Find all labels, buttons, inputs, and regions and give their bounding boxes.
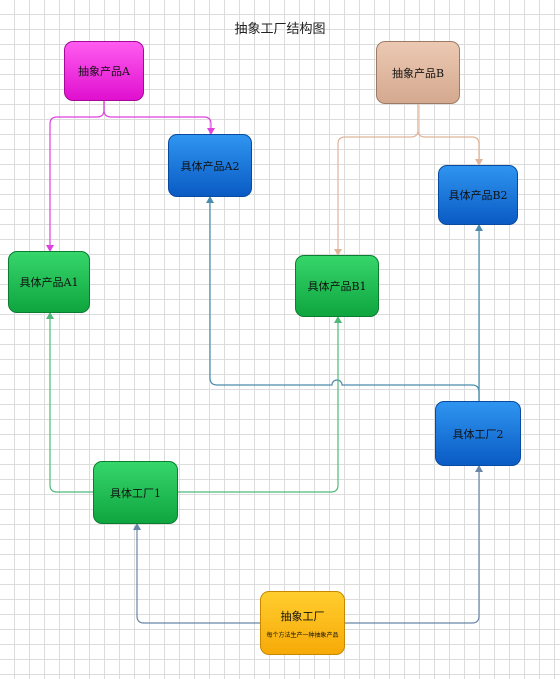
node-label: 抽象产品B — [391, 66, 445, 80]
diagram-title: 抽象工厂结构图 — [234, 22, 326, 37]
node-abstract-product-b[interactable]: 抽象产品B — [376, 41, 460, 104]
edge-abstract-b-to-b1 — [334, 104, 419, 256]
node-label: 具体工厂2 — [452, 427, 504, 441]
node-factory-2[interactable]: 具体工厂2 — [435, 401, 521, 466]
node-label: 具体产品A2 — [180, 159, 240, 173]
edge-abstract-b-to-b2 — [417, 104, 483, 166]
node-label: 抽象工厂 — [280, 609, 325, 623]
node-abstract-product-a[interactable]: 抽象产品A — [64, 41, 144, 101]
node-label: 具体产品B1 — [307, 280, 367, 293]
node-product-a2[interactable]: 具体产品A2 — [168, 134, 252, 197]
edge-abstract-a-to-a2 — [103, 101, 215, 135]
edge-factory2-to-a2 — [206, 196, 480, 401]
node-product-b1[interactable]: 具体产品B1 — [295, 255, 379, 317]
node-note: 每个方法生产一种抽象产品 — [266, 631, 339, 639]
node-label: 具体工厂1 — [110, 486, 161, 500]
edge-factory1-to-b1 — [178, 316, 342, 493]
node-factory-1[interactable]: 具体工厂1 — [93, 461, 178, 524]
edge-abstract-factory-to-factory1 — [133, 523, 260, 624]
node-label: 具体产品A1 — [19, 276, 79, 289]
node-label: 抽象产品A — [78, 65, 130, 78]
node-label: 具体产品B2 — [448, 189, 508, 202]
edge-abstract-a-to-a1 — [46, 101, 105, 252]
edge-abstract-factory-to-factory2 — [345, 465, 483, 624]
node-abstract-factory[interactable]: 抽象工厂 每个方法生产一种抽象产品 — [260, 591, 345, 655]
node-product-b2[interactable]: 具体产品B2 — [438, 165, 518, 225]
edge-factory1-to-a1 — [46, 312, 93, 493]
node-product-a1[interactable]: 具体产品A1 — [8, 251, 90, 313]
